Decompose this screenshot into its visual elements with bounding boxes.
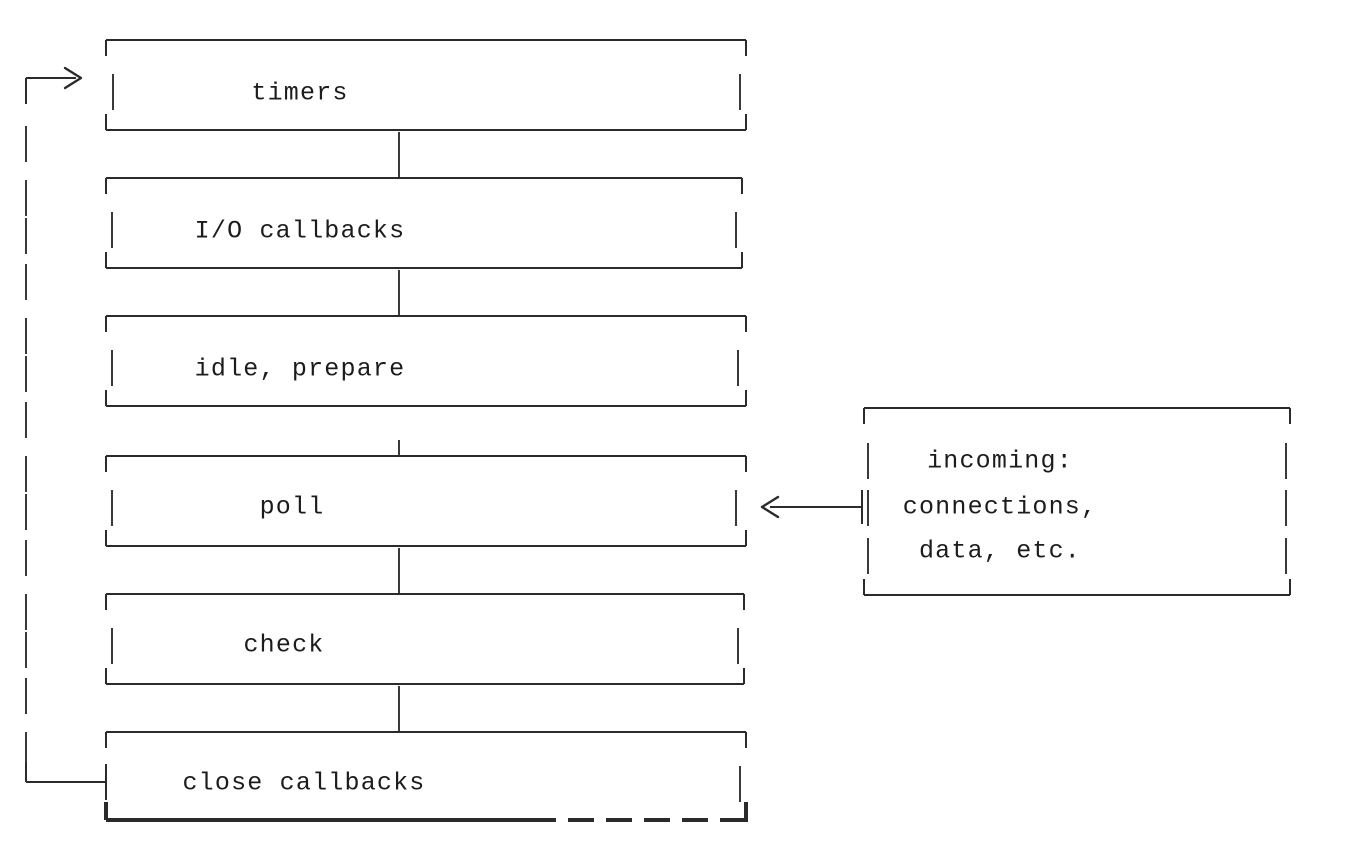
incoming-line-2: connections, (903, 493, 1097, 522)
phase-label-check: check (243, 631, 324, 660)
phase-label-poll: poll (260, 493, 325, 522)
phase-box-close-callbacks[interactable]: close callbacks (104, 731, 748, 822)
phase-label-idle-prepare: idle, prepare (195, 355, 406, 384)
phase-box-timers[interactable]: timers (105, 39, 747, 131)
side-box-incoming[interactable]: incoming: connections, data, etc. (863, 407, 1291, 596)
entry-arrow-head-icon (63, 66, 83, 90)
phase-box-io-callbacks[interactable]: I/O callbacks (105, 177, 743, 269)
phase-box-idle-prepare[interactable]: idle, prepare (105, 315, 747, 407)
incoming-arrow (760, 490, 863, 524)
phase-box-poll[interactable]: poll (105, 455, 747, 547)
phase-label-io-callbacks: I/O callbacks (195, 217, 406, 246)
phase-label-timers: timers (251, 79, 348, 108)
loop-back-spine (25, 66, 107, 800)
incoming-line-3: data, etc. (919, 537, 1081, 566)
incoming-line-1: incoming: (927, 447, 1073, 476)
phase-label-close-callbacks: close callbacks (182, 769, 425, 798)
incoming-arrow-head-icon (760, 495, 780, 519)
phase-box-check[interactable]: check (105, 593, 745, 685)
